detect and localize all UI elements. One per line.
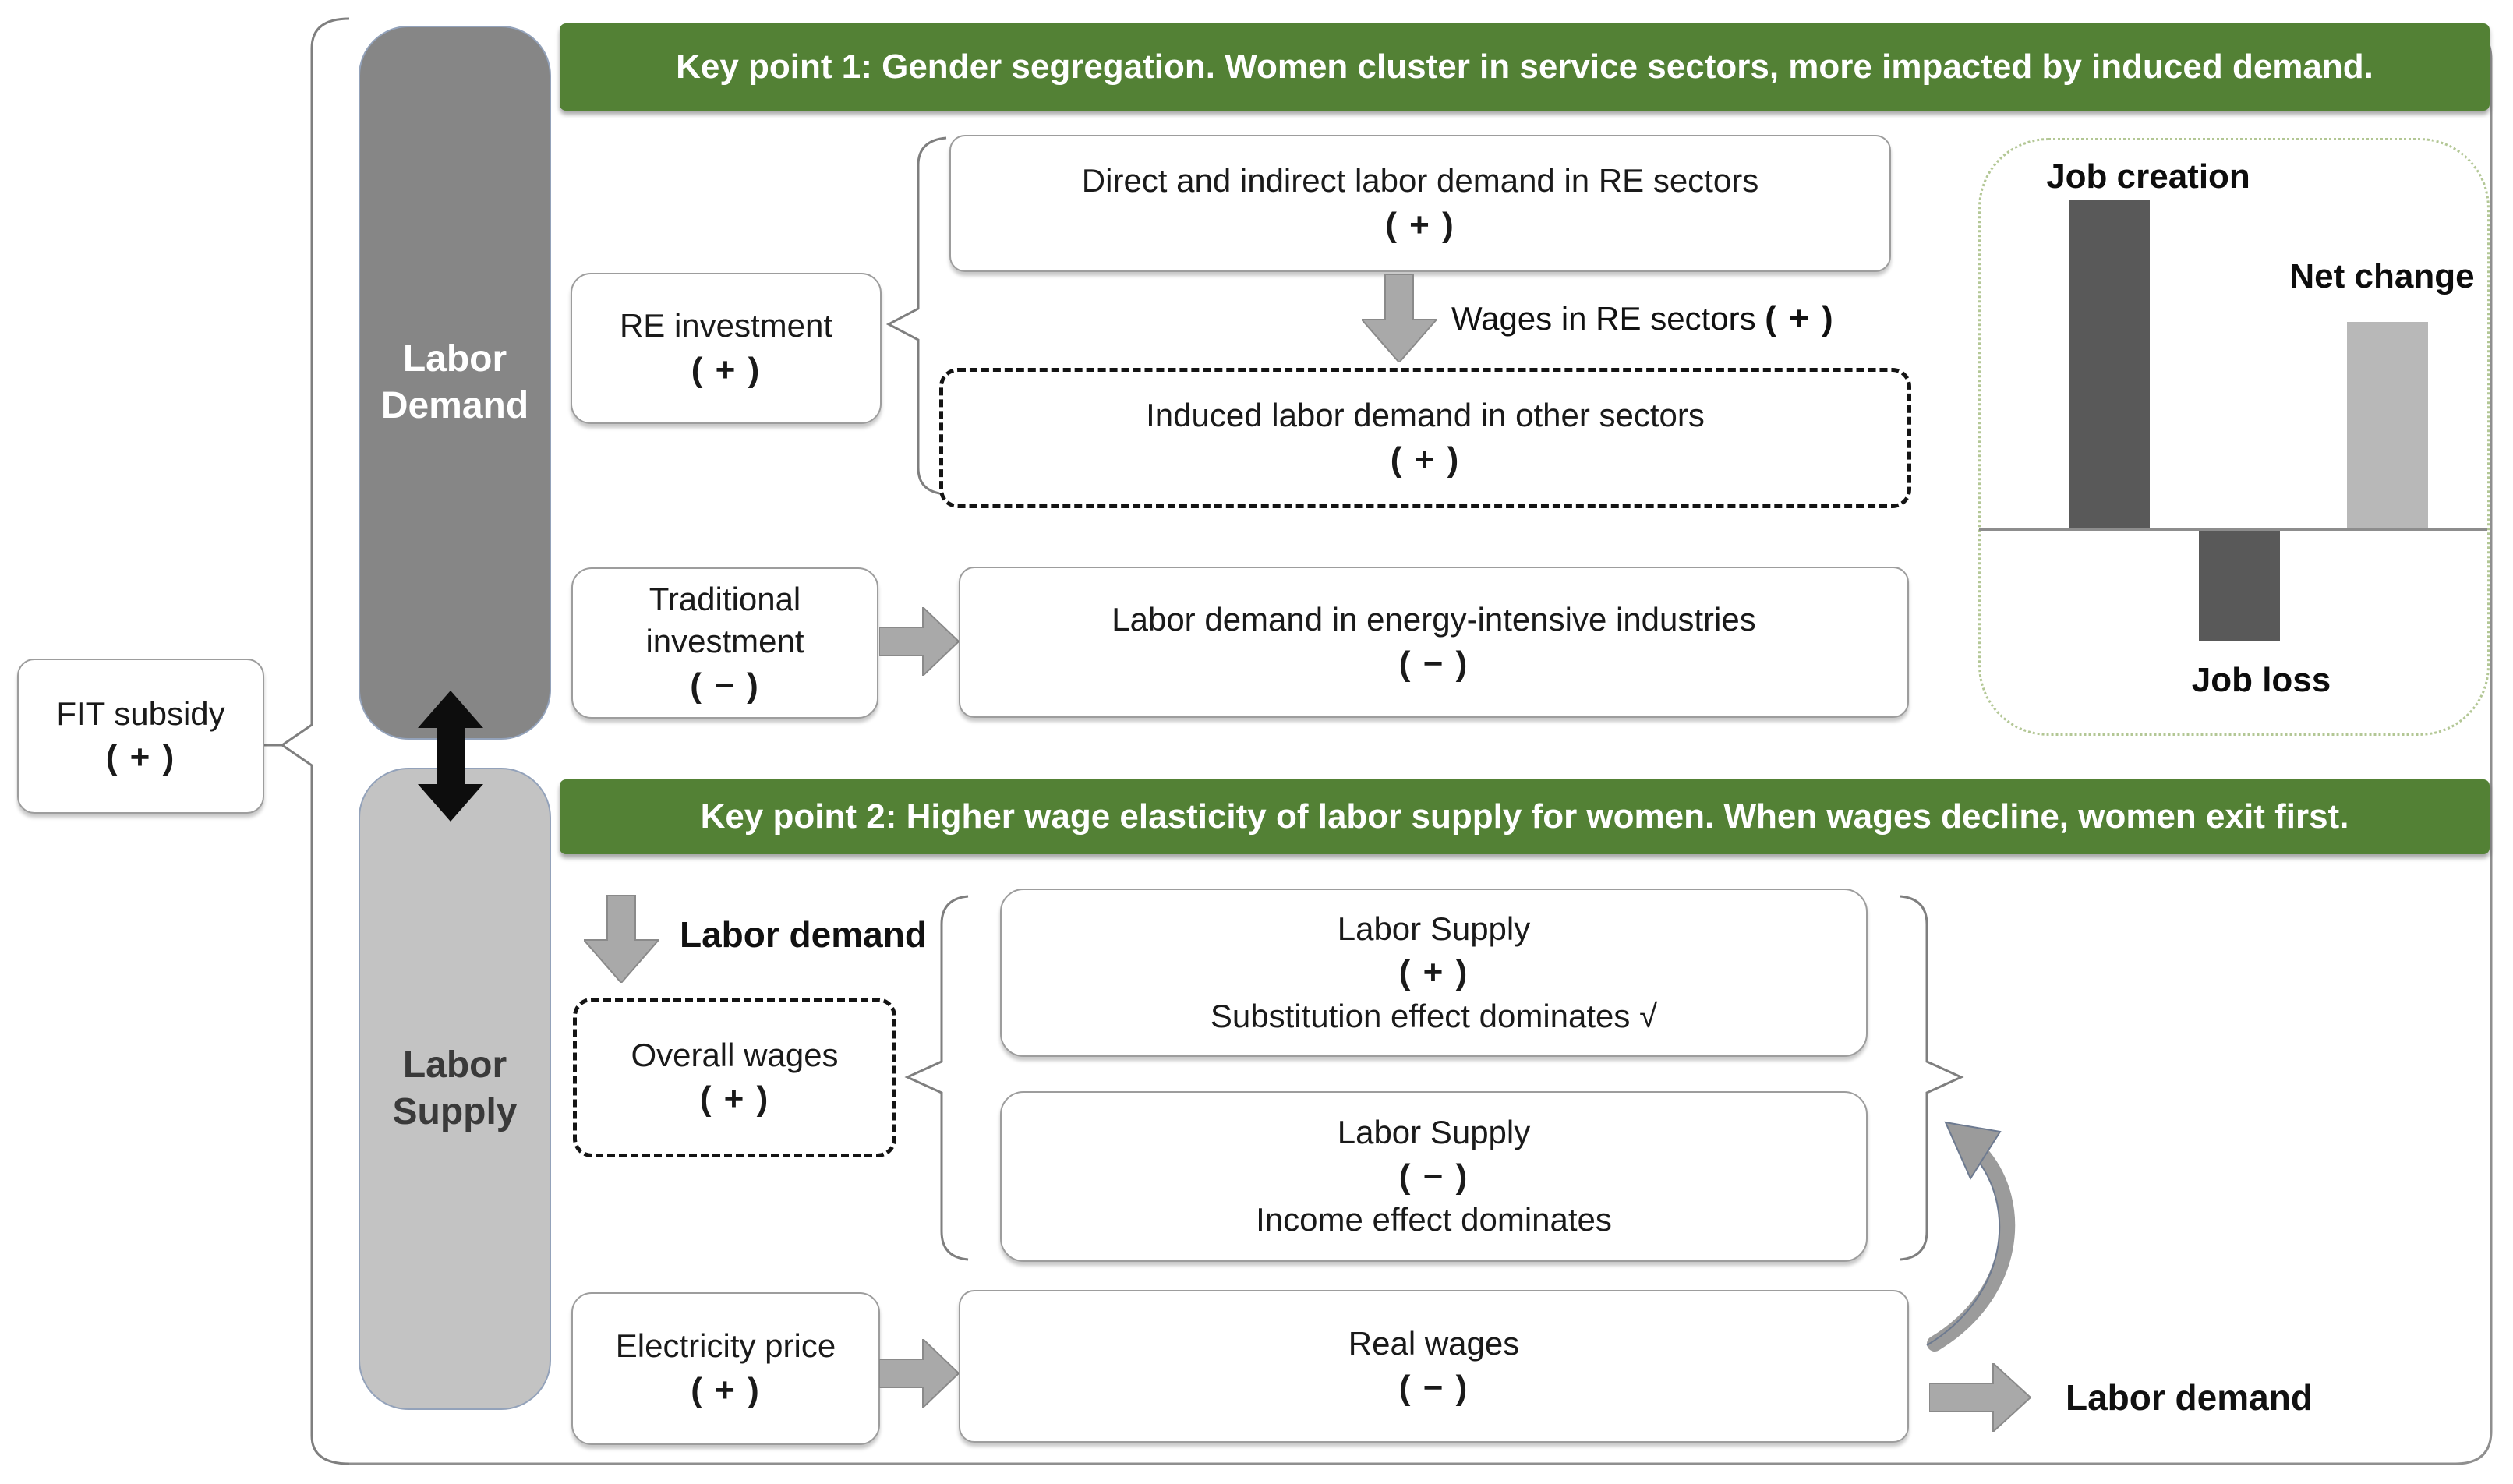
labor-supply-pill-label: Labor Supply [392,1044,518,1132]
fit-subsidy-box: FIT subsidy ( + ) [17,659,264,814]
energy-demand-sign: ( − ) [1398,644,1469,683]
direct-demand-sign: ( + ) [1385,205,1455,244]
labor-supply-pill: Labor Supply [359,768,551,1410]
labor-demand-pill: Labor Demand [359,26,551,740]
labor-demand-down-arrow-icon [584,895,659,983]
real-wages-box: Real wages ( − ) [959,1290,1909,1443]
labor-supply-plus-label: Labor Supply [1337,910,1531,947]
job-creation-bar [2069,200,2150,528]
overall-wages-label: Overall wages [631,1036,839,1073]
induced-demand-box: Induced labor demand in other sectors ( … [939,368,1911,508]
labor-supply-minus-note: Income effect dominates [1256,1201,1612,1238]
labor-demand-out-label: Labor demand [2066,1377,2313,1418]
traditional-investment-box: Traditional investment ( − ) [571,567,878,719]
labor-supply-plus-box: Labor Supply ( + ) Substitution effect d… [1000,889,1868,1057]
overall-wages-sign: ( + ) [699,1079,770,1118]
job-loss-bar [2199,530,2280,642]
re-investment-box: RE investment ( + ) [571,273,882,424]
re-investment-sign: ( + ) [691,350,762,389]
keypoint2-banner: Key point 2: Higher wage elasticity of l… [560,779,2490,854]
labor-demand-arrow-label: Labor demand [680,914,927,955]
fit-subsidy-label: FIT subsidy [56,694,225,732]
electricity-price-box: Electricity price ( + ) [571,1292,880,1445]
direct-demand-label: Direct and indirect labor demand in RE s… [1081,162,1759,200]
induced-demand-sign: ( + ) [1390,440,1461,479]
wages-down-arrow-icon [1362,274,1437,362]
labor-supply-minus-box: Labor Supply ( − ) Income effect dominat… [1000,1091,1868,1262]
labor-demand-pill-label: Labor Demand [380,338,529,426]
output-right-arrow-icon [1929,1363,2031,1432]
direct-demand-box: Direct and indirect labor demand in RE s… [949,135,1891,272]
supply-right-brace [1900,895,1964,1261]
traditional-right-arrow-icon [879,607,959,676]
feedback-curved-arrow [1927,1144,2016,1352]
electricity-price-sign: ( + ) [691,1370,761,1409]
job-loss-label: Job loss [2191,661,2331,699]
feedback-arrowhead [1944,1121,2002,1181]
energy-demand-label: Labor demand in energy-intensive industr… [1112,601,1756,638]
labor-supply-minus-label: Labor Supply [1337,1114,1531,1151]
labor-supply-plus-sign: ( + ) [1398,953,1469,992]
re-brace [885,136,947,496]
chart-baseline [1979,528,2487,531]
main-left-brace [280,17,350,1465]
labor-supply-minus-sign: ( − ) [1398,1157,1469,1196]
job-creation-label: Job creation [2046,157,2250,196]
wages-re-label: Wages in RE sectors ( + ) [1451,299,1835,337]
labor-supply-plus-note: Substitution effect dominates √ [1210,997,1658,1034]
overall-wages-box: Overall wages ( + ) [573,998,896,1157]
re-investment-label: RE investment [619,307,833,344]
net-change-label: Net change [2289,257,2475,295]
jobs-chart-panel: Job creation Net change Job loss [1978,138,2490,736]
traditional-investment-label: Traditional investment [645,580,804,660]
fit-subsidy-sign: ( + ) [105,738,176,777]
traditional-investment-sign: ( − ) [690,666,760,705]
double-arrow-icon [418,691,483,822]
electricity-price-label: Electricity price [615,1327,836,1365]
real-wages-sign: ( − ) [1398,1368,1469,1407]
real-wages-label: Real wages [1348,1325,1520,1362]
keypoint1-banner: Key point 1: Gender segregation. Women c… [560,23,2490,111]
electricity-right-arrow-icon [879,1339,959,1408]
wages-re-sign: ( + ) [1765,299,1835,337]
net-change-bar [2347,321,2428,528]
energy-demand-box: Labor demand in energy-intensive industr… [959,567,1909,718]
induced-demand-label: Induced labor demand in other sectors [1146,397,1705,434]
